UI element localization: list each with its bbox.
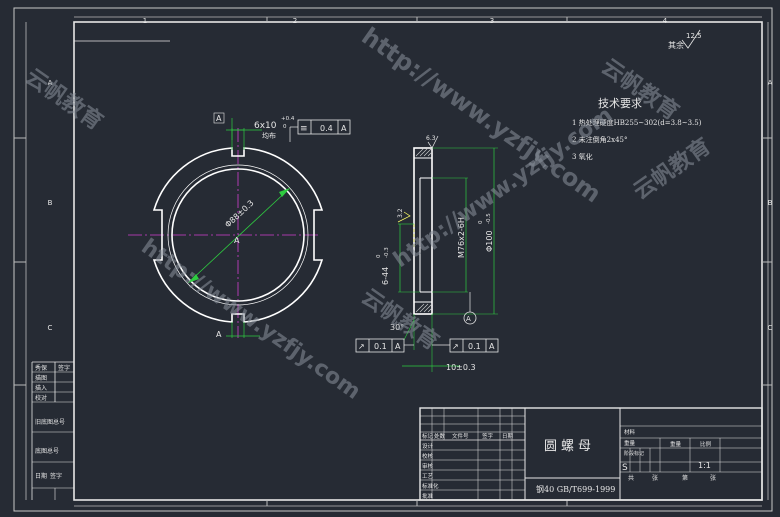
datum-a-bottom: A xyxy=(216,330,222,339)
grid-number-1: 1 xyxy=(143,17,147,25)
left-label-4: 旧底图总号 xyxy=(35,418,65,426)
tb-design-4: 标准化 xyxy=(422,482,439,490)
tb-part-name: 圆螺母 xyxy=(544,439,595,454)
dim-slot-upper: +0.4 xyxy=(281,116,295,122)
grid-letter-a-left: A xyxy=(48,79,53,87)
left-small-label-0: 签字 xyxy=(58,364,70,372)
dim-groove-upper: 0 xyxy=(376,254,382,258)
dim-slot: 6x10 xyxy=(254,121,277,131)
tech-title: 技术要求 xyxy=(598,97,642,110)
tb-scale: 1:1 xyxy=(698,461,711,470)
tb-design-3: 工艺 xyxy=(422,473,434,480)
tb-row-label-3: 签字 xyxy=(482,432,494,440)
grid-letter-b-left: B xyxy=(48,199,53,207)
tb-row-label-0: 标记 xyxy=(422,432,434,440)
dim-groove-lower: -0.3 xyxy=(384,247,390,258)
tb-design-2: 审核 xyxy=(422,462,434,470)
grid-letter-c-left: C xyxy=(48,324,53,332)
tb-weight: 重量 xyxy=(670,440,682,448)
side-section-view: M76x2-6H Φ100 0 -0.5 6-44 0 -0.3 6.3 3.2… xyxy=(355,135,499,372)
sheet-inner-frame xyxy=(73,21,763,501)
tb-material: 钢40 GB/T699-1999 xyxy=(536,484,615,494)
tb-sheet-2: 第 xyxy=(682,474,688,482)
roughness-thread: 3.2 xyxy=(397,208,404,218)
left-label-3: 校对 xyxy=(35,394,47,402)
perp-tol-right xyxy=(449,338,499,353)
tb-row-label-4: 日期 xyxy=(502,433,514,440)
tb-sheet-1: 张 xyxy=(652,474,658,482)
watermark-url-2: http://www.yzfjy.com xyxy=(137,234,365,404)
technical-requirements: 技术要求 1 热处理硬度HB255~302(d=3.8~3.5) 2 未注倒角2… xyxy=(572,97,702,161)
sym-tol-value: 0.4 xyxy=(320,124,333,133)
tb-sheet-3: 张 xyxy=(710,474,716,482)
left-label-1: 描图 xyxy=(35,374,47,382)
watermarks: http://www.yzfjy.com http://www.yzfjy.co… xyxy=(21,22,716,405)
tb-right-1: 重量 xyxy=(624,439,636,447)
tb-scale-label: 比例 xyxy=(700,440,712,448)
tb-design-1: 校核 xyxy=(422,452,434,460)
sym-symbol: ≡ xyxy=(300,124,308,134)
tb-row-label-2: 文件号 xyxy=(452,432,469,440)
tech-item-3: 3 氧化 xyxy=(572,152,593,161)
grid-number-3: 3 xyxy=(490,17,494,25)
sheet-outer-border xyxy=(13,7,773,512)
center-datum-label: A xyxy=(234,236,240,245)
perp-tol-left xyxy=(355,338,405,353)
nut-thread-circle xyxy=(171,168,305,302)
surface-roughness-other: 其余 12.5 xyxy=(668,29,702,50)
other-label: 其余 xyxy=(668,40,684,50)
dim-thickness: 10±0.3 xyxy=(446,363,476,372)
tb-stage-mark: S xyxy=(622,463,628,473)
tb-right-0: 材料 xyxy=(624,428,636,436)
dim-outer-dia-upper: 0 xyxy=(478,220,484,224)
grid-letter-c-right: C xyxy=(768,324,773,332)
perp-symbol-right: ↗ xyxy=(452,342,459,351)
dim-chamfer: 30° xyxy=(390,323,404,332)
watermark-brand-1: 云帆教育 xyxy=(21,64,108,136)
perp-tol-left-value: 0.1 xyxy=(374,342,387,351)
sym-datum: A xyxy=(341,124,347,133)
datum-a-section: A xyxy=(466,315,471,323)
title-block-text: 标记 处数 文件号 签字 日期 设计 校核 审核 工艺 标准化 批准 圆螺母 钢… xyxy=(422,428,716,500)
tech-item-2: 2 未注倒角2x45° xyxy=(572,135,628,144)
dim-slot-lower: 0 xyxy=(283,124,287,130)
dim-outer-dia: Φ100 xyxy=(485,230,494,252)
tb-design-0: 设计 xyxy=(422,442,434,450)
left-label-2: 描入 xyxy=(35,384,47,392)
datum-a-top: A xyxy=(216,114,222,123)
watermark-url-1: http://www.yzfjy.com xyxy=(357,22,607,208)
grid-number-4: 4 xyxy=(663,17,668,25)
dim-groove: 6-44 xyxy=(381,267,390,285)
roughness-top: 6.3 xyxy=(426,135,436,142)
left-label-0: 秀保 xyxy=(35,364,47,372)
tech-item-1: 1 热处理硬度HB255~302(d=3.8~3.5) xyxy=(572,118,702,127)
left-label-5: 底图总号 xyxy=(35,447,59,455)
dim-thread: M76x2-6H xyxy=(457,217,466,258)
grid-letter-a-right: A xyxy=(768,79,773,87)
tb-sheet-0: 共 xyxy=(628,474,634,482)
grid-letter-b-right: B xyxy=(768,199,773,207)
nut-minor-circle xyxy=(167,164,309,306)
left-label-6: 日期 xyxy=(35,472,47,480)
dim-outer-dia-lower: -0.5 xyxy=(486,213,492,224)
tb-row-label-1: 处数 xyxy=(434,432,446,440)
perp-symbol-left: ↗ xyxy=(358,342,365,351)
left-small-label-1: 签字 xyxy=(50,472,62,480)
roughness-value: 12.5 xyxy=(686,32,702,40)
perp-datum-right: A xyxy=(489,342,495,351)
tb-stage-label: 阶段标记 xyxy=(624,450,644,457)
tb-design-5: 批准 xyxy=(422,492,434,500)
watermark-brand-3: 云帆教育 xyxy=(629,133,716,205)
perp-datum-left: A xyxy=(395,342,401,351)
perp-tol-right-value: 0.1 xyxy=(468,342,481,351)
title-block xyxy=(419,407,763,501)
left-record-table: 秀保 签字 描图 描入 校对 旧底图总号 底图总号 日期 签字 xyxy=(31,361,74,500)
grid-number-2: 2 xyxy=(293,17,297,25)
dim-evenly: 均布 xyxy=(262,131,276,140)
